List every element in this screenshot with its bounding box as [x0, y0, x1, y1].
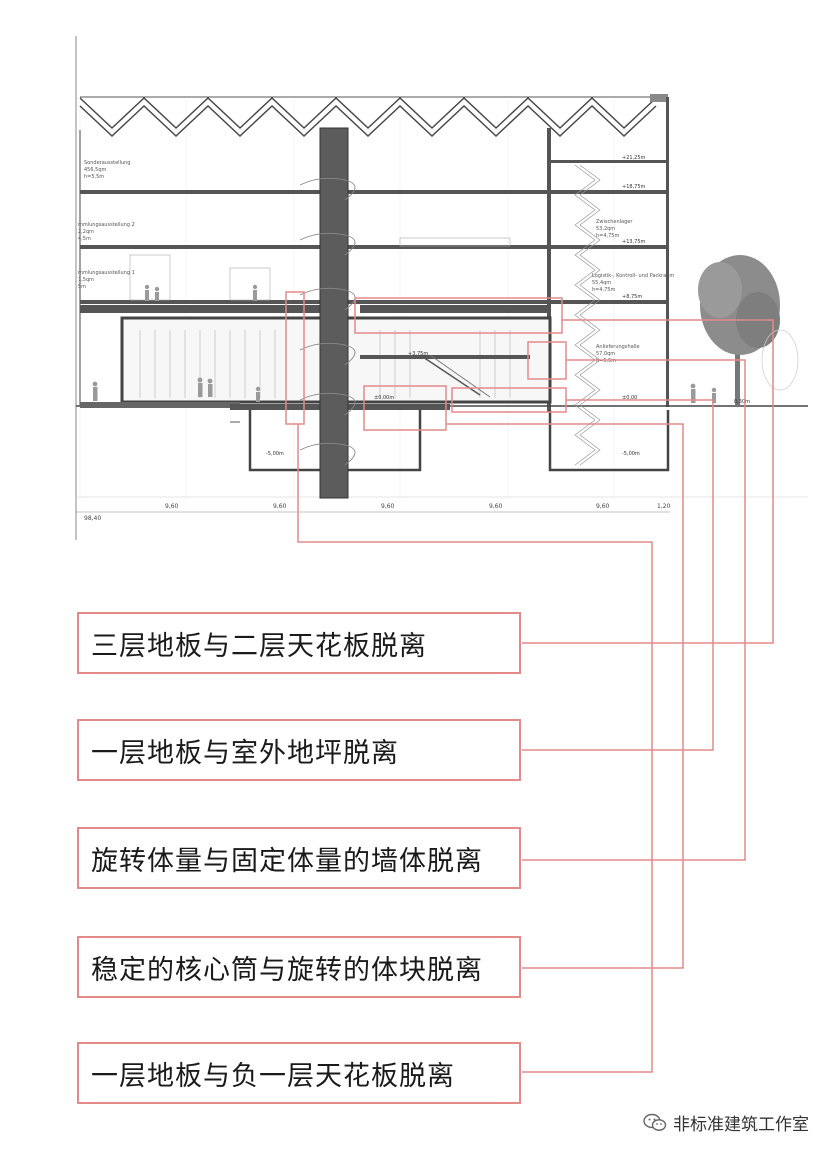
annotation-label-3: 旋转体量与固定体量的墙体脱离	[77, 827, 521, 889]
level-marker: ±0,00	[622, 395, 637, 401]
sawtooth-roof	[79, 97, 657, 137]
level-marker: -5,00m	[622, 451, 640, 457]
room-label-sonder-2: 456,5qm	[84, 167, 106, 173]
room-label-samm2-2: 2,2qm	[78, 229, 94, 235]
level-marker: -5,00m	[266, 451, 284, 457]
room-label-samm2-1: mmlungsausstellung 2	[78, 222, 135, 228]
highlight-box-core	[285, 291, 305, 425]
annotation-label-2: 一层地板与室外地坪脱离	[77, 719, 521, 781]
highlight-box-3f-floor	[354, 297, 563, 334]
room-label-logistik-3: h=4,75m	[592, 287, 615, 293]
level-marker: ±0,00m	[374, 395, 394, 401]
dimension-label: 98,40	[84, 515, 101, 522]
floor-slabs	[80, 160, 668, 313]
room-label-anlief-3: h=5,5m	[596, 358, 616, 364]
level-marker: +3,75m	[408, 351, 428, 357]
annotation-label-5: 一层地板与负一层天花板脱离	[77, 1042, 521, 1104]
room-label-zwischen-1: Zwischenlager	[596, 219, 633, 225]
annotation-leaders	[285, 291, 774, 1073]
level-marker: 0,30m	[734, 399, 750, 405]
room-label-samm1-3: 5m	[78, 284, 86, 290]
level-marker: +21,25m	[622, 155, 646, 161]
room-label-logistik-2: 55,4qm	[592, 280, 611, 286]
level-marker: +18,75m	[622, 184, 646, 190]
watermark: 非标准建筑工作室	[643, 1110, 809, 1135]
tree	[698, 255, 799, 406]
service-stair	[574, 164, 601, 466]
highlight-box-basement	[363, 385, 447, 431]
annotation-label-1: 三层地板与二层天花板脱离	[77, 612, 521, 674]
dimension-label: 1,20	[657, 503, 671, 510]
annotation-label-4: 稳定的核心筒与旋转的体块脱离	[77, 936, 521, 998]
room-label-zwischen-2: 53,2qm	[596, 226, 615, 232]
room-label-samm1-1: mmlungsausstellung 1	[78, 270, 135, 276]
room-label-anlief-2: 57,0qm	[596, 351, 615, 357]
dimension-label: 9,60	[489, 503, 503, 510]
core-shaft	[319, 127, 349, 499]
wechat-icon	[643, 1113, 667, 1131]
dimension-label: 9,60	[165, 503, 179, 510]
basement	[248, 410, 670, 472]
level-marker: +13,75m	[622, 239, 646, 245]
room-label-sonder-3: h=5,5m	[84, 174, 104, 180]
spiral-stair	[299, 177, 356, 466]
dimension-label: 9,60	[381, 503, 395, 510]
people-silhouettes	[92, 284, 717, 403]
room-label-anlief-1: Anlieferungshalle	[596, 344, 640, 350]
room-label-zwischen-3: h=4,75m	[596, 233, 619, 239]
dimension-label: 9,60	[273, 503, 287, 510]
room-label-sonder-1: Sonderausstellung	[84, 160, 130, 166]
watermark-text: 非标准建筑工作室	[673, 1115, 809, 1135]
room-label-samm1-2: 1,5qm	[78, 277, 94, 283]
room-label-samm2-3: 4,5m	[78, 236, 91, 242]
room-label-logistik-1: Logistik-, Kontroll- und Packraum	[592, 273, 674, 279]
level-marker: +8,75m	[622, 294, 642, 300]
dimension-label: 9,60	[596, 503, 610, 510]
